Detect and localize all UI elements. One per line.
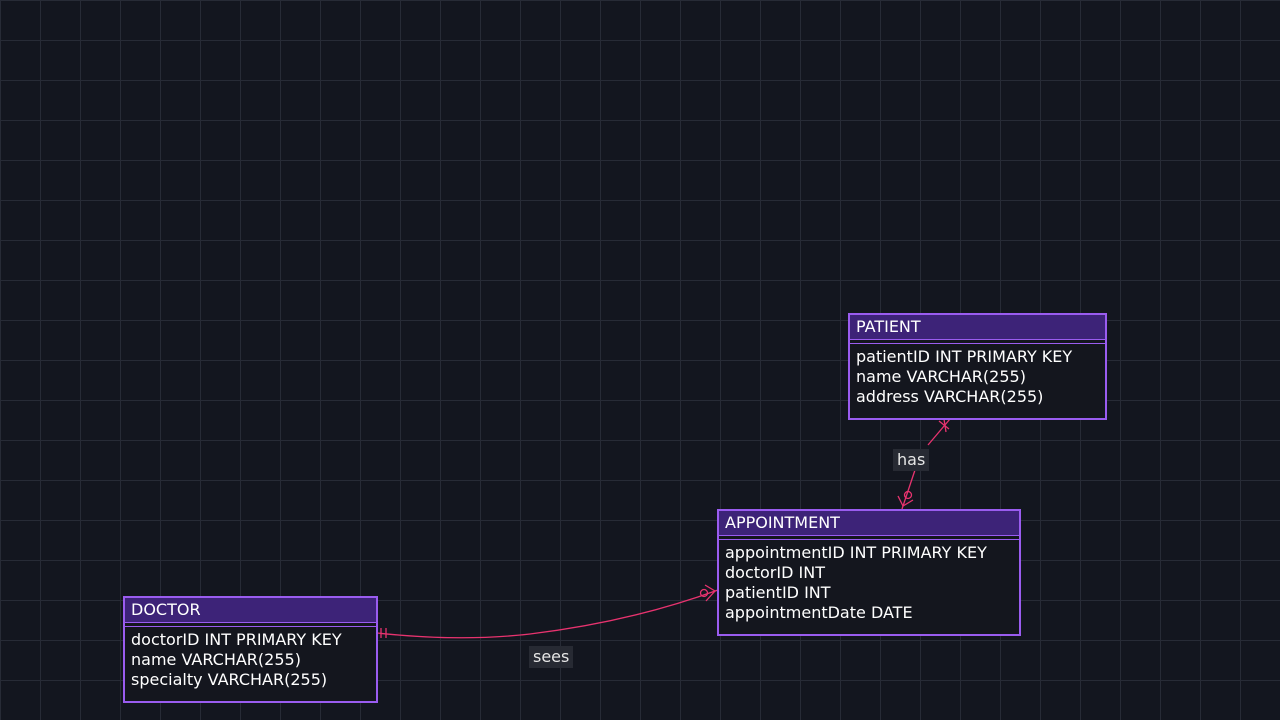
entity-attributes: patientID INT PRIMARY KEY name VARCHAR(2… — [850, 344, 1105, 407]
relationship-label-has: has — [893, 449, 930, 471]
entity-attributes: doctorID INT PRIMARY KEY name VARCHAR(25… — [125, 627, 376, 690]
entity-divider — [125, 623, 376, 627]
attribute-row: doctorID INT PRIMARY KEY — [131, 630, 342, 649]
edge-has — [897, 418, 951, 510]
attribute-row: name VARCHAR(255) — [131, 650, 301, 669]
one-only-marker — [943, 418, 947, 433]
entity-title: APPOINTMENT — [719, 511, 1019, 536]
attribute-row: specialty VARCHAR(255) — [131, 670, 328, 689]
attribute-row: patientID INT — [725, 583, 831, 602]
many-marker — [897, 495, 914, 507]
attribute-row: appointmentDate DATE — [725, 603, 913, 622]
entity-divider — [850, 340, 1105, 344]
attribute-row: address VARCHAR(255) — [856, 387, 1044, 406]
many-marker — [704, 584, 717, 602]
edge-sees — [376, 584, 719, 639]
edge-sees-line — [376, 589, 719, 639]
attribute-row: name VARCHAR(255) — [856, 367, 1026, 386]
entity-title: PATIENT — [850, 315, 1105, 340]
zero-marker — [699, 588, 709, 598]
attribute-row: patientID INT PRIMARY KEY — [856, 347, 1073, 366]
one-only-marker — [938, 420, 950, 430]
zero-marker — [903, 490, 913, 500]
entity-patient[interactable]: PATIENT patientID INT PRIMARY KEY name V… — [848, 313, 1107, 420]
entity-doctor[interactable]: DOCTOR doctorID INT PRIMARY KEY name VAR… — [123, 596, 378, 703]
entity-divider — [719, 536, 1019, 540]
entity-title: DOCTOR — [125, 598, 376, 623]
attribute-row: doctorID INT — [725, 563, 825, 582]
entity-attributes: appointmentID INT PRIMARY KEY doctorID I… — [719, 540, 1019, 623]
edge-has-line — [901, 418, 951, 510]
relationship-label-sees: sees — [529, 646, 574, 668]
attribute-row: appointmentID INT PRIMARY KEY — [725, 543, 987, 562]
entity-appointment[interactable]: APPOINTMENT appointmentID INT PRIMARY KE… — [717, 509, 1021, 636]
